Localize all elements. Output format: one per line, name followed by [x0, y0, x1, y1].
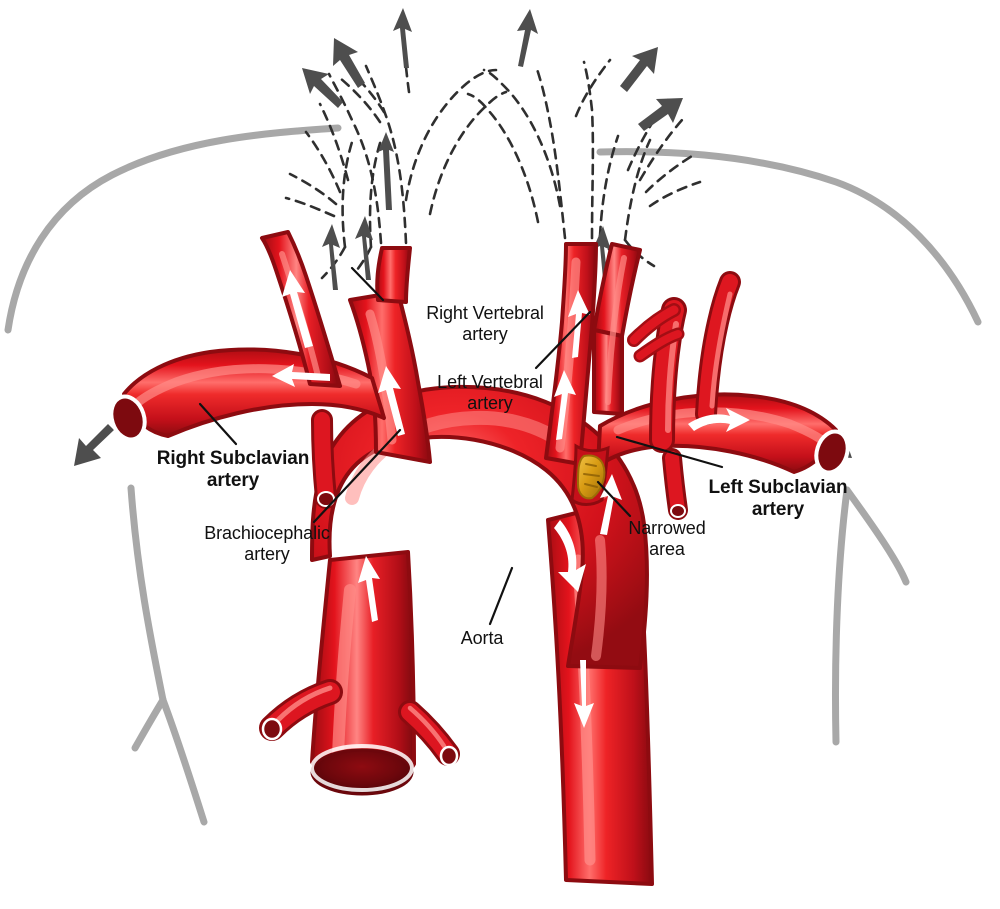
white-arrow-descending-aorta: [574, 660, 594, 728]
gray-arrow-upper-left-b: [302, 68, 343, 108]
dashed-right-carotid-left-wall: [327, 72, 383, 245]
ascending-aorta-cut-rim: [310, 744, 414, 792]
dashed-left-carotid-right-wall: [582, 60, 595, 240]
right-forearm-outline: [843, 486, 910, 586]
gray-arrow-right-arm-outflow: [74, 424, 114, 466]
dashed-left-vertebral-right-wall: [623, 138, 652, 242]
leader-narrowed-area: [596, 480, 632, 518]
leader-right-vertebral: [350, 266, 385, 302]
dashed-left-low-stem-b: [352, 245, 373, 276]
stenosis-plaque-texture: [583, 463, 600, 488]
right-small-branch-down-body: [314, 412, 334, 506]
leader-right-subclavian: [198, 402, 238, 446]
gray-flow-arrows: [74, 8, 852, 466]
right-coronary-lumen: [439, 745, 459, 767]
dashed-right-carotid-branch-a: [338, 76, 382, 124]
dashed-right-carotid-right-wall: [364, 64, 408, 245]
left-lateral-upper-branch-body: [698, 274, 738, 422]
artery-group: [109, 230, 850, 886]
white-arrow-arch-1: [422, 498, 492, 532]
dashed-right-upper-branch-c: [644, 154, 694, 194]
left-lateral-upper-branch-highlight: [709, 291, 733, 409]
left-small-branch-lumen: [670, 504, 686, 518]
thyrocervical-stub-a-body: [629, 305, 679, 345]
gray-arrow-lower-left-2: [355, 216, 373, 280]
dashed-left-upper-branch-a: [318, 102, 350, 182]
white-arrow-right-vertebral: [282, 270, 313, 348]
left-small-branch-down-body: [665, 451, 685, 517]
right-subclavian-artery-vessel: [122, 347, 386, 438]
stenosis-plaque: [576, 454, 606, 500]
ascending-aorta-cut-lumen: [310, 748, 414, 796]
left-forearm-outline: [131, 696, 167, 752]
dashed-right-vertebral-left-wall: [341, 140, 354, 249]
dashed-right-upper-branch-d: [648, 180, 702, 208]
body-outline-group: [4, 124, 982, 826]
dashed-left-vertebral-left-wall: [598, 134, 620, 238]
dashed-left-upper-branch-b: [304, 130, 342, 194]
ascending-aorta-highlight: [332, 584, 356, 762]
right-common-carotid: [375, 246, 412, 304]
white-arrow-arch-2: [554, 520, 586, 592]
gray-arrow-upper-left-a: [333, 38, 365, 88]
dashed-left-carotid-branch: [574, 58, 612, 118]
white-arrow-left-subclavian: [688, 408, 750, 432]
dashed-right-vertebral-right-wall: [368, 138, 383, 249]
dashed-arch-left-inner: [482, 68, 562, 208]
white-arrow-ascending-aorta: [358, 556, 380, 622]
left-subclavian-cut-lumen: [814, 429, 850, 475]
dashed-left-upper-branch-d: [284, 196, 336, 218]
left-coronary-stub-highlight: [275, 685, 333, 723]
white-flow-arrows: [272, 270, 750, 728]
dashed-left-carotid-left-wall: [534, 64, 567, 240]
leader-lines: [198, 266, 724, 626]
gray-arrow-upper-right-a: [620, 47, 658, 92]
left-hand-outline: [159, 696, 208, 826]
gray-arrow-cranial-left-1: [378, 132, 394, 210]
aortic-arch-highlight-inner: [591, 535, 607, 661]
white-arrow-left-vertebral: [526, 278, 547, 338]
gray-arrow-lower-left-1: [322, 224, 340, 290]
left-arm-outline: [127, 484, 167, 704]
dashed-arch-left-inner2: [466, 92, 540, 224]
right-subclavian-cut-lumen: [109, 394, 147, 442]
dashed-arch-right-inner2: [428, 90, 508, 216]
white-arrow-left-carotid: [554, 370, 576, 440]
left-coronary-lumen: [261, 717, 283, 741]
leader-brachiocephalic: [312, 428, 402, 524]
gray-arrow-cranial-center-2: [517, 9, 538, 67]
white-arrow-brachiocephalic: [378, 366, 405, 436]
left-vertebral-highlight: [605, 255, 627, 405]
leader-left-subclavian: [615, 435, 724, 469]
dashed-arch-right-inner: [404, 68, 498, 202]
right-coronary-stub-highlight: [407, 705, 447, 749]
right-shoulder-outline: [596, 148, 982, 326]
dashed-left-upper-branch-c: [288, 172, 338, 206]
white-arrow-right-subclavian: [272, 364, 330, 387]
dashed-right-upper-branch-b: [638, 118, 684, 182]
gray-arrow-upper-right-b: [638, 98, 683, 131]
gray-arrow-cranial-center-1: [393, 8, 412, 68]
leader-aorta: [488, 566, 514, 626]
left-shoulder-outline: [4, 124, 342, 334]
thyrocervical-stub-b-body: [636, 330, 682, 360]
right-arm-outline: [832, 486, 851, 746]
leader-left-vertebral: [534, 310, 592, 370]
